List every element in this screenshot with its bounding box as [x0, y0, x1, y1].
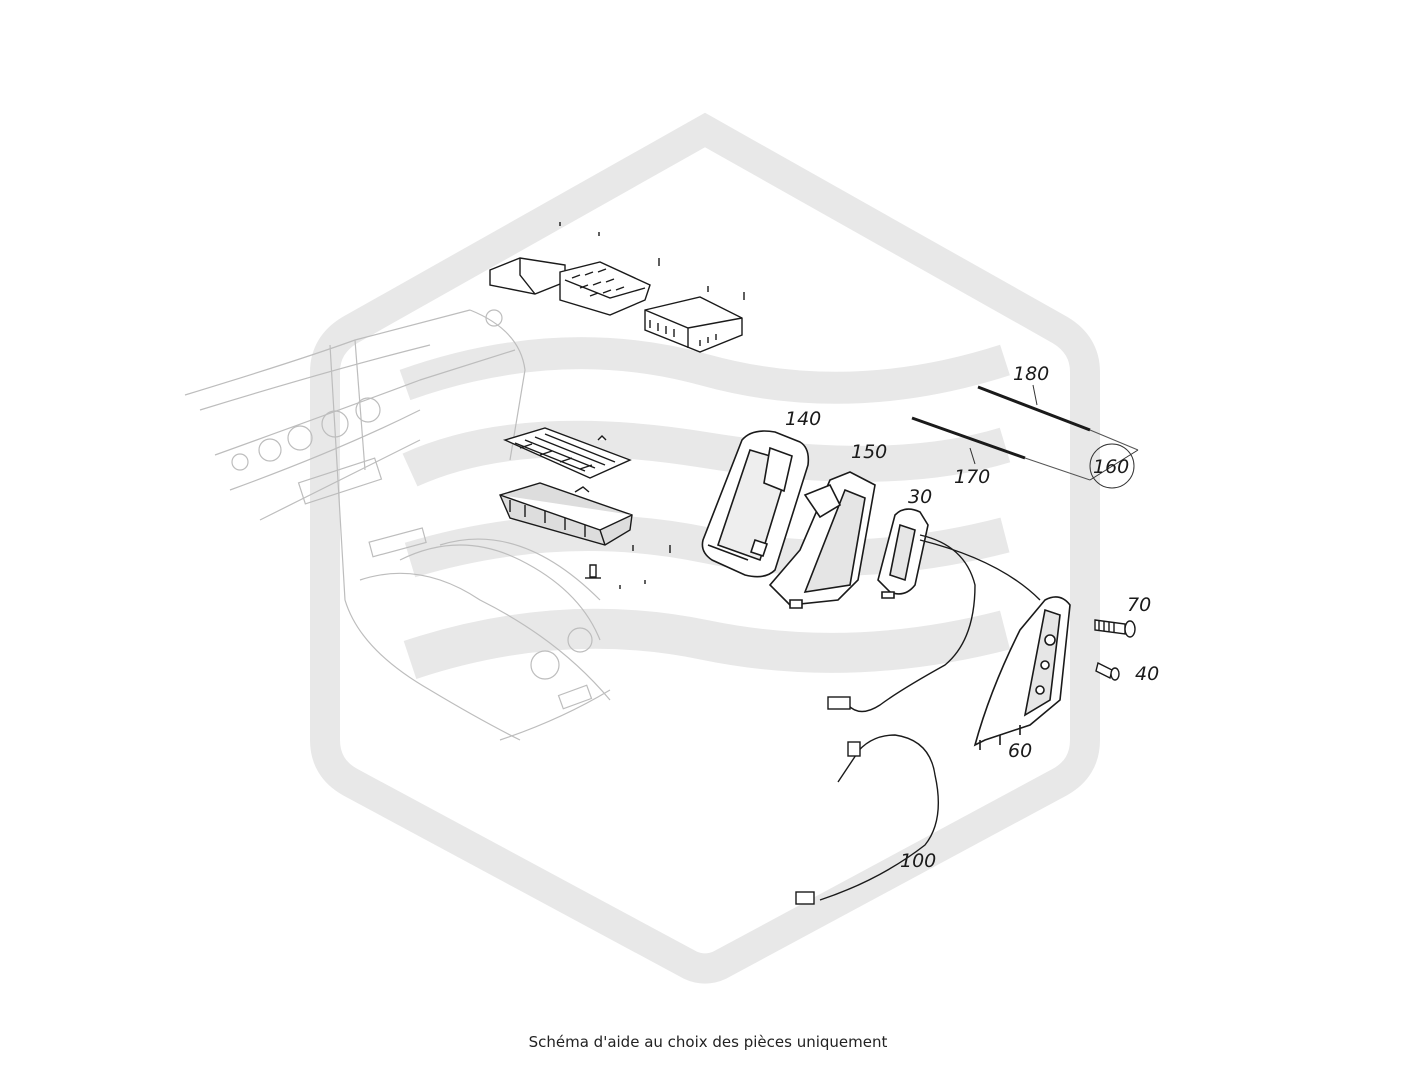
part-30-drawing [877, 508, 929, 599]
module-middle-group [499, 427, 671, 589]
strip-170 [911, 416, 1091, 481]
callout-180: 180 [1013, 363, 1049, 385]
diagram-caption: Schéma d'aide au choix des pièces unique… [528, 1033, 888, 1051]
screw-40-drawing [1095, 661, 1120, 681]
callout-140: 140 [785, 408, 821, 430]
watermark-logo [310, 112, 1100, 984]
callout-40: 40 [1135, 663, 1159, 685]
screw-70-drawing [1094, 619, 1136, 638]
console-background-drawing [184, 309, 611, 741]
cable-30 [827, 534, 1041, 713]
callout-70: 70 [1127, 594, 1151, 616]
callout-150: 150 [851, 441, 887, 463]
callout-160: 160 [1093, 456, 1129, 478]
callout-60: 60 [1008, 740, 1032, 762]
module-top-group [489, 222, 745, 353]
callout-labels: 180 140 150 170 160 30 70 40 60 100 [785, 363, 1159, 872]
cable-100 [795, 734, 940, 905]
callout-100: 100 [900, 850, 936, 872]
part-150-drawing [768, 471, 876, 609]
leader-lines [969, 384, 1139, 489]
strip-180 [977, 385, 1139, 451]
part-140-drawing [701, 430, 810, 578]
part-60-drawing [973, 596, 1071, 750]
callout-170: 170 [954, 466, 990, 488]
callout-30: 30 [908, 486, 932, 508]
